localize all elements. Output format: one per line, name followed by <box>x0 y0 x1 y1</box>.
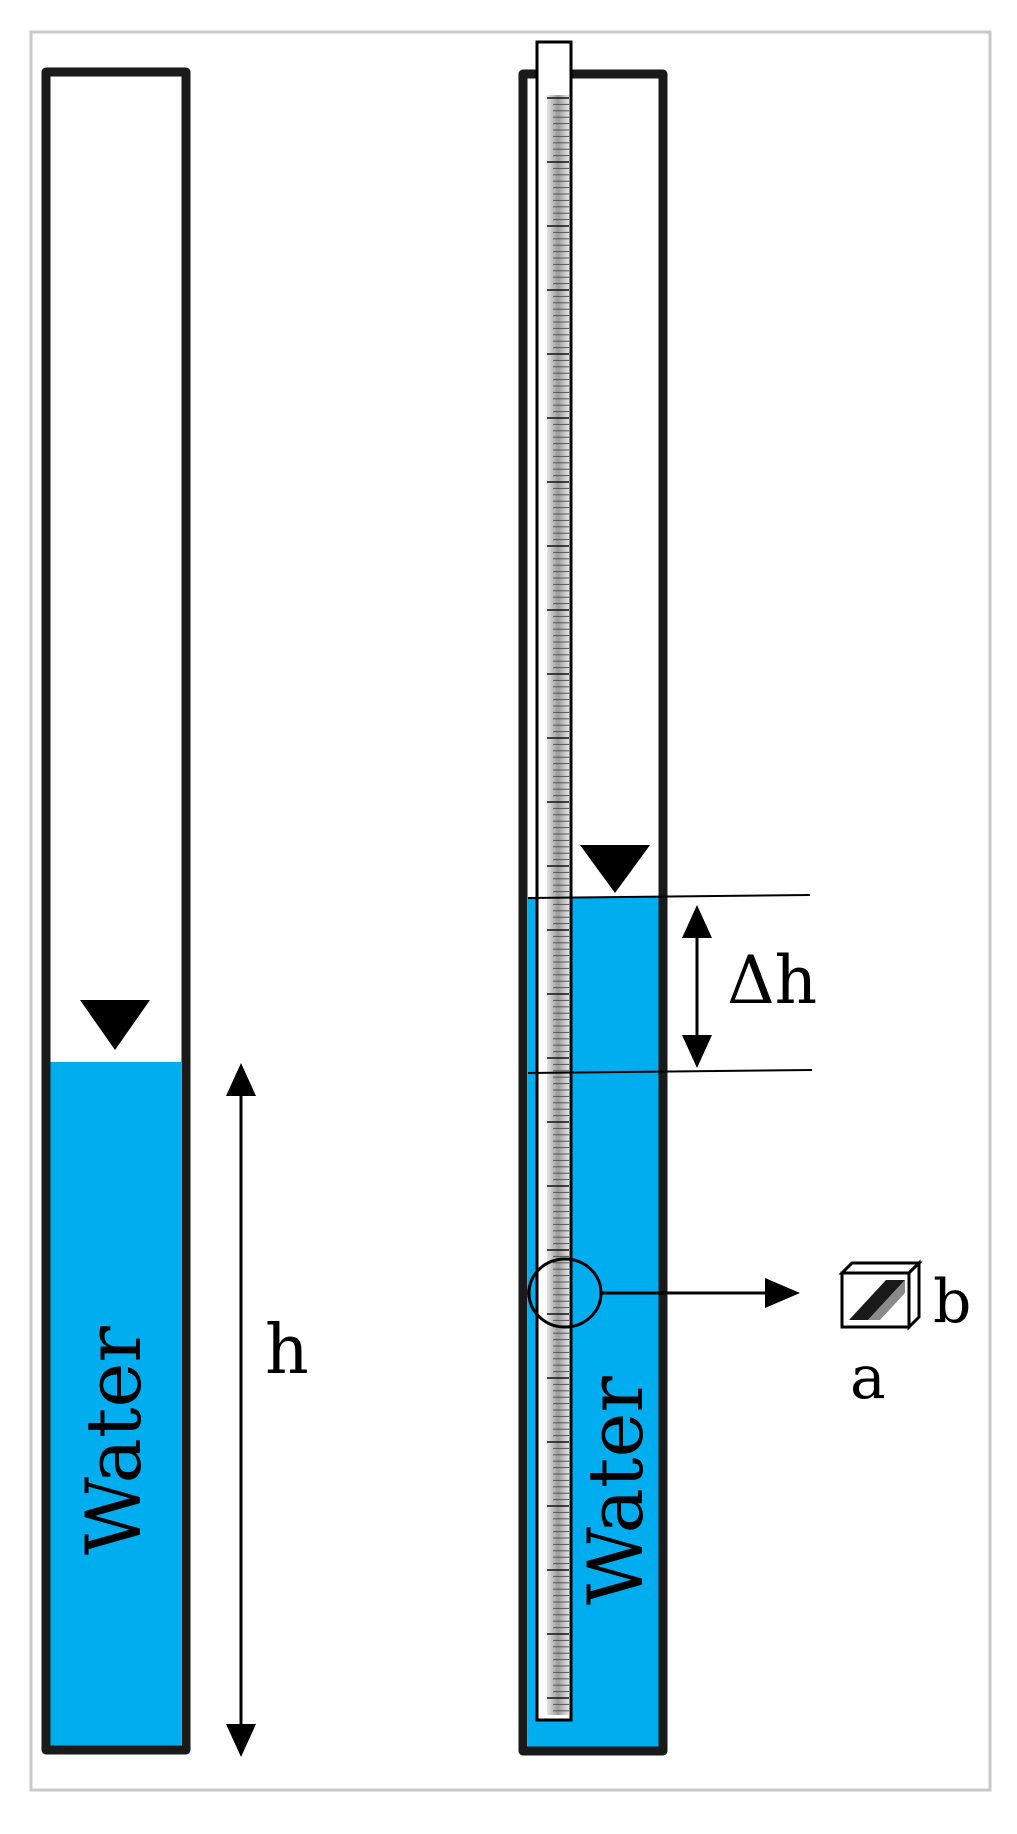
arrow-right-icon <box>765 1278 800 1308</box>
measuring-strip-scale <box>547 95 569 1715</box>
cube-diagonal-shade <box>868 1280 905 1320</box>
right-tube-wall <box>518 69 668 1756</box>
measuring-strip-ticks <box>547 97 569 1712</box>
arrow-up-icon <box>682 905 712 938</box>
right-water-label: Water <box>571 1376 660 1605</box>
cube-diagonal-stripe <box>849 1280 905 1320</box>
delta-height-label: Δh <box>727 942 817 1019</box>
left-water-label: Water <box>69 1326 158 1555</box>
right-tube-group: Water <box>518 40 813 1756</box>
cube-dim-b-label: b <box>933 1267 971 1337</box>
height-label: h <box>265 1311 309 1390</box>
arrow-down-icon <box>226 1724 256 1757</box>
figure-frame <box>29 30 992 1792</box>
sample-cube-icon: b a <box>838 1259 971 1413</box>
left-tube-wall <box>41 67 191 1755</box>
initial-level-line <box>527 894 811 899</box>
water-level-marker-icon <box>80 1000 150 1050</box>
left-water-fill <box>50 1062 181 1747</box>
height-dimension: h <box>226 1063 309 1757</box>
water-level-marker-icon <box>580 845 650 893</box>
arrow-up-icon <box>226 1063 256 1096</box>
cube-dim-a-label: a <box>850 1343 886 1413</box>
delta-height-dimension: Δh <box>682 905 817 1068</box>
final-level-line <box>527 1069 813 1074</box>
arrow-down-icon <box>682 1035 712 1068</box>
left-bottom-outlet <box>105 1741 125 1749</box>
left-tube-group: Water <box>41 67 191 1755</box>
